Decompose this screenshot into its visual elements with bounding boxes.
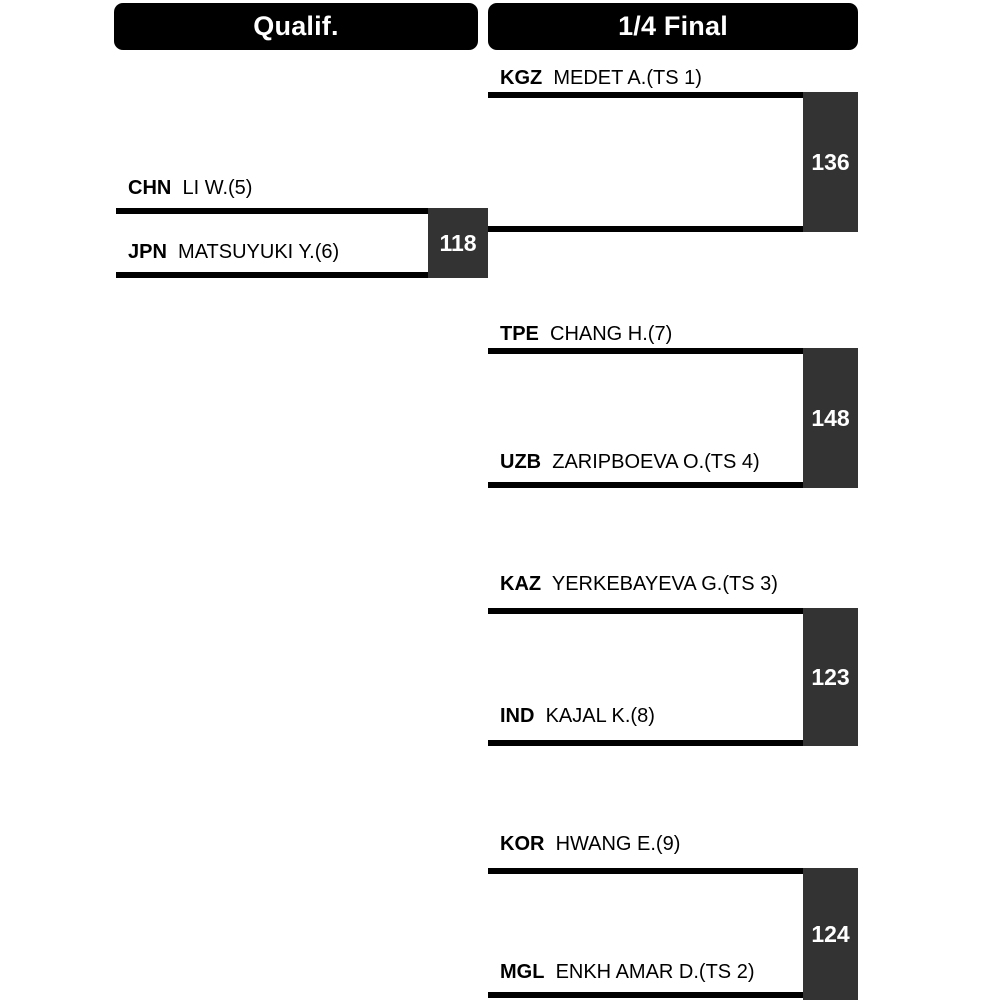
competitor-qf1-top-noc: KGZ <box>500 67 548 89</box>
round-header-quarter-final-label: 1/4 Final <box>618 11 728 41</box>
round-header-qualif: Qualif. <box>114 3 478 50</box>
score-q1: 118 <box>439 229 477 256</box>
competitor-q1-bottom-noc: JPN <box>128 241 173 263</box>
rail-qf3-top <box>488 608 803 614</box>
competitor-qf3-top-athlete: YERKEBAYEVA G.(TS 3) <box>551 573 778 595</box>
competitor-qf3-bottom-noc: IND <box>500 705 540 727</box>
competitor-q1-bottom: JPN MATSUYUKI Y.(6) <box>128 242 339 262</box>
score-qf2: 148 <box>811 404 850 431</box>
competitor-qf3-bottom-athlete: KAJAL K.(8) <box>545 705 655 727</box>
rail-qf4-bottom <box>488 992 803 998</box>
score-box-qf2: 148 <box>803 348 858 488</box>
competitor-qf2-top: TPE CHANG H.(7) <box>500 324 672 344</box>
rail-qf4-top <box>488 868 803 874</box>
competitor-qf1-top-athlete: MEDET A.(TS 1) <box>553 67 702 89</box>
competitor-qf3-top-noc: KAZ <box>500 573 547 595</box>
rail-qf3-bottom <box>488 740 803 746</box>
score-box-qf3: 123 <box>803 608 858 746</box>
score-qf1: 136 <box>811 148 850 175</box>
rail-qf2-bottom <box>488 482 803 488</box>
competitor-qf2-bottom: UZB ZARIPBOEVA O.(TS 4) <box>500 452 760 472</box>
score-qf4: 124 <box>811 920 850 947</box>
round-header-quarter-final: 1/4 Final <box>488 3 858 50</box>
competitor-qf2-top-athlete: CHANG H.(7) <box>550 323 673 345</box>
competitor-qf3-top: KAZ YERKEBAYEVA G.(TS 3) <box>500 574 778 594</box>
competitor-qf4-top: KOR HWANG E.(9) <box>500 834 680 854</box>
rail-qf2-top <box>488 348 803 354</box>
competitor-qf4-bottom-noc: MGL <box>500 961 550 983</box>
score-box-q1: 118 <box>428 208 488 278</box>
competitor-qf2-bottom-noc: UZB <box>500 451 547 473</box>
rail-qf1-top <box>488 92 803 98</box>
competitor-qf1-top: KGZ MEDET A.(TS 1) <box>500 68 702 88</box>
rail-q1-bottom <box>116 272 428 278</box>
competitor-q1-top-athlete: LI W.(5) <box>182 177 253 199</box>
score-box-qf1: 136 <box>803 92 858 232</box>
competitor-qf4-top-athlete: HWANG E.(9) <box>555 833 681 855</box>
score-qf3: 123 <box>811 663 850 690</box>
competitor-qf2-bottom-athlete: ZARIPBOEVA O.(TS 4) <box>552 451 760 473</box>
competitor-qf4-bottom: MGL ENKH AMAR D.(TS 2) <box>500 962 754 982</box>
competitor-q1-bottom-athlete: MATSUYUKI Y.(6) <box>178 241 340 263</box>
competitor-qf4-top-noc: KOR <box>500 833 550 855</box>
round-header-qualif-label: Qualif. <box>253 11 339 41</box>
rail-q1-top <box>116 208 428 214</box>
rail-qf1-bottom <box>488 226 803 232</box>
competitor-qf4-bottom-athlete: ENKH AMAR D.(TS 2) <box>555 961 755 983</box>
competitor-q1-top-noc: CHN <box>128 177 177 199</box>
score-box-qf4: 124 <box>803 868 858 1000</box>
competitor-q1-top: CHN LI W.(5) <box>128 178 252 198</box>
competitor-qf2-top-noc: TPE <box>500 323 545 345</box>
competitor-qf3-bottom: IND KAJAL K.(8) <box>500 706 655 726</box>
